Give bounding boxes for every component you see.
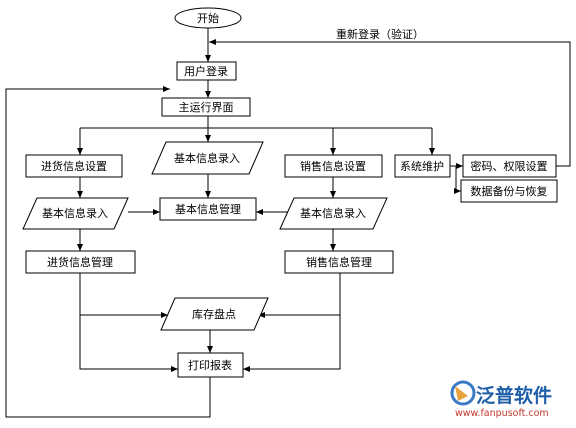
system-maintenance-box <box>394 154 451 178</box>
purchase-management-label: 进货信息管理 <box>47 255 113 269</box>
print-report-label: 打印报表 <box>188 358 232 372</box>
data-backup-node[interactable]: 数据备份与恢复 <box>460 179 558 203</box>
basic-management-box <box>159 197 257 221</box>
basic-management-label: 基本信息管理 <box>175 202 241 216</box>
system-maintenance-label: 系统维护 <box>400 159 444 173</box>
main-ui-node[interactable]: 主运行界面 <box>161 97 251 117</box>
login-box <box>176 61 237 81</box>
sales-settings-node[interactable]: 销售信息设置 <box>284 154 383 178</box>
basic-input-right-node[interactable]: 基本信息录入 <box>279 197 388 230</box>
password-permission-label: 密码、权限设置 <box>471 159 548 173</box>
sales-management-box <box>284 250 394 274</box>
brand-logo-text: 泛普软件 <box>476 384 552 407</box>
start-node[interactable]: 开始 <box>174 7 242 29</box>
inventory-shape <box>160 297 269 331</box>
brand-logo: 泛普软件 www.fanpusoft.com <box>450 380 552 419</box>
data-backup-label: 数据备份与恢复 <box>471 184 548 198</box>
print-report-node[interactable]: 打印报表 <box>177 352 244 378</box>
basic-input-left-label: 基本信息录入 <box>42 206 108 220</box>
inventory-label: 库存盘点 <box>192 307 236 321</box>
purchase-settings-node[interactable]: 进货信息设置 <box>25 154 123 178</box>
sales-settings-box <box>284 154 383 178</box>
sales-settings-label: 销售信息设置 <box>300 159 366 173</box>
basic-input-left-shape <box>22 197 129 230</box>
purchase-settings-label: 进货信息设置 <box>41 159 107 173</box>
relogin-edge-label: 重新登录（验证） <box>336 27 424 41</box>
edge-relogin <box>209 39 571 167</box>
purchase-management-node[interactable]: 进货信息管理 <box>25 250 136 274</box>
start-shape <box>174 7 242 29</box>
password-permission-node[interactable]: 密码、权限设置 <box>462 154 557 178</box>
edge-purchase-mgmt-print <box>79 273 178 372</box>
start-label: 开始 <box>197 11 219 25</box>
edge-print-return <box>5 86 211 418</box>
basic-management-node[interactable]: 基本信息管理 <box>159 197 257 221</box>
purchase-management-box <box>25 250 136 274</box>
login-label: 用户登录 <box>184 64 228 78</box>
login-node[interactable]: 用户登录 <box>176 61 237 81</box>
edge-sales-mgmt-print <box>243 273 341 372</box>
basic-input-left-node[interactable]: 基本信息录入 <box>22 197 129 230</box>
basic-input-center-node[interactable]: 基本信息录入 <box>151 141 264 175</box>
basic-input-right-label: 基本信息录入 <box>300 206 366 220</box>
main-ui-label: 主运行界面 <box>179 101 234 114</box>
inventory-node[interactable]: 库存盘点 <box>160 297 269 331</box>
sales-management-label: 销售信息管理 <box>306 255 372 269</box>
brand-logo-url: www.fanpusoft.com <box>455 408 549 419</box>
sales-management-node[interactable]: 销售信息管理 <box>284 250 394 274</box>
data-backup-box <box>460 179 558 203</box>
system-maintenance-node[interactable]: 系统维护 <box>394 154 451 178</box>
edge-sys-backup <box>454 166 461 194</box>
print-report-box <box>177 352 244 378</box>
purchase-settings-box <box>25 154 123 178</box>
connectors <box>5 28 571 418</box>
basic-input-center-label: 基本信息录入 <box>174 151 240 165</box>
basic-input-center-shape <box>151 141 264 175</box>
brand-logo-mark <box>450 380 476 406</box>
password-permission-box <box>462 154 557 178</box>
basic-input-right-shape <box>279 197 388 230</box>
main-ui-box <box>161 97 251 117</box>
